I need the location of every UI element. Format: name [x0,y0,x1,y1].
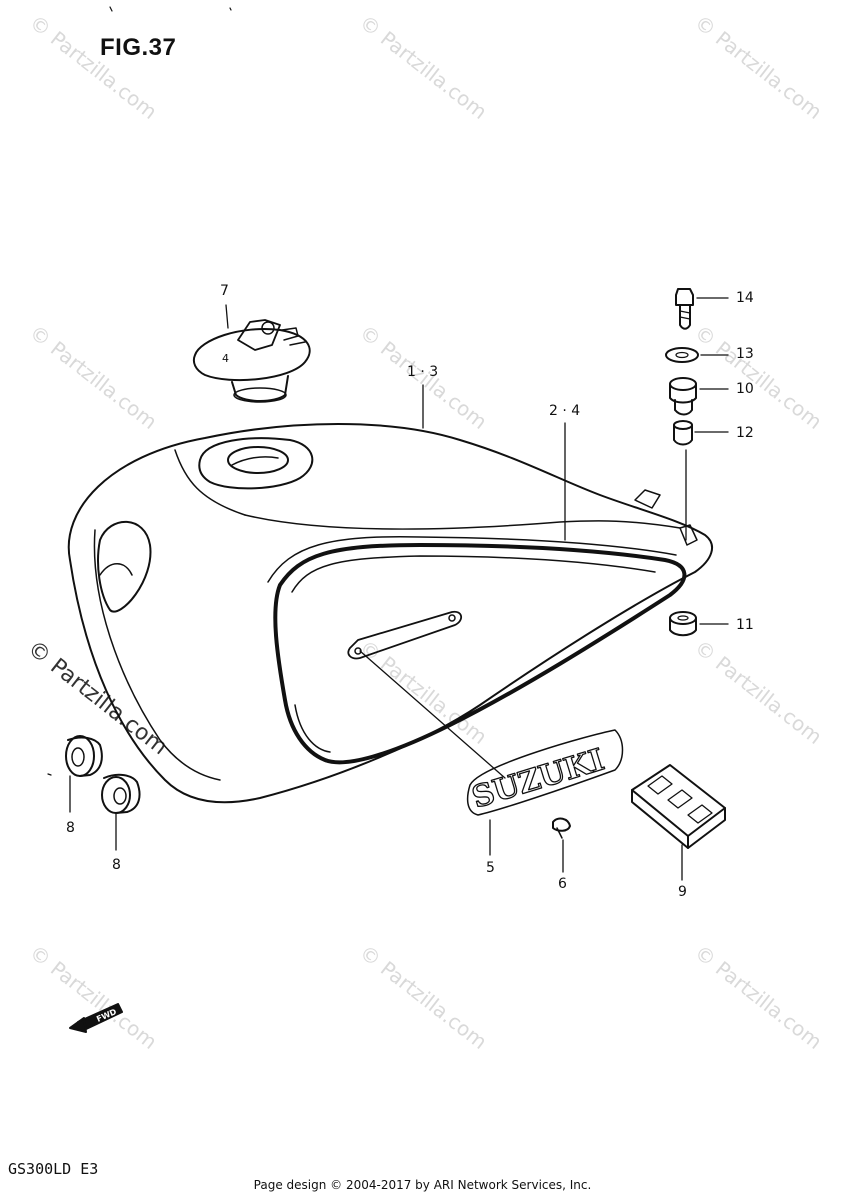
knee-recess [97,520,152,613]
callout-11: 11 [736,617,754,633]
model-code: GS300LD E3 [8,1160,99,1178]
callout-8b: 8 [112,857,121,873]
cushion-block-9 [631,764,726,849]
callout-8a: 8 [66,820,75,836]
fwd-arrow [69,1003,123,1033]
fuel-tank-body [67,423,714,804]
callout-7: 7 [220,283,229,299]
callout-9: 9 [678,884,687,900]
callout-2-4: 2 · 4 [549,403,581,419]
cushion-8b [101,773,141,814]
filler-recess [198,437,314,490]
cushion-8a [65,735,103,777]
page-footer: Page design © 2004-2017 by ARI Network S… [253,1178,592,1192]
cushion-11 [669,611,697,637]
callout-1-3: 1 · 3 [407,364,439,380]
washer-13 [665,347,699,363]
svg-text:SUZUKI: SUZUKI [468,742,608,815]
screw-6 [552,817,571,839]
spacer-12 [673,420,693,446]
svg-text:4: 4 [222,352,229,365]
fuel-cap: 4 [192,319,311,403]
callout-6: 6 [558,876,567,892]
callout-14: 14 [736,290,754,306]
fwd-label: FWD [95,1007,118,1024]
emblem-slot [347,610,462,660]
callout-10: 10 [736,381,754,397]
callout-13: 13 [736,346,754,362]
callout-12: 12 [736,425,754,441]
figure-title: FIG.37 [100,34,177,61]
callout-5: 5 [486,860,495,876]
side-stripe [273,543,687,765]
cushion-10 [669,377,697,416]
bolt-14 [675,288,694,330]
suzuki-emblem: SUZUKI [466,729,624,816]
